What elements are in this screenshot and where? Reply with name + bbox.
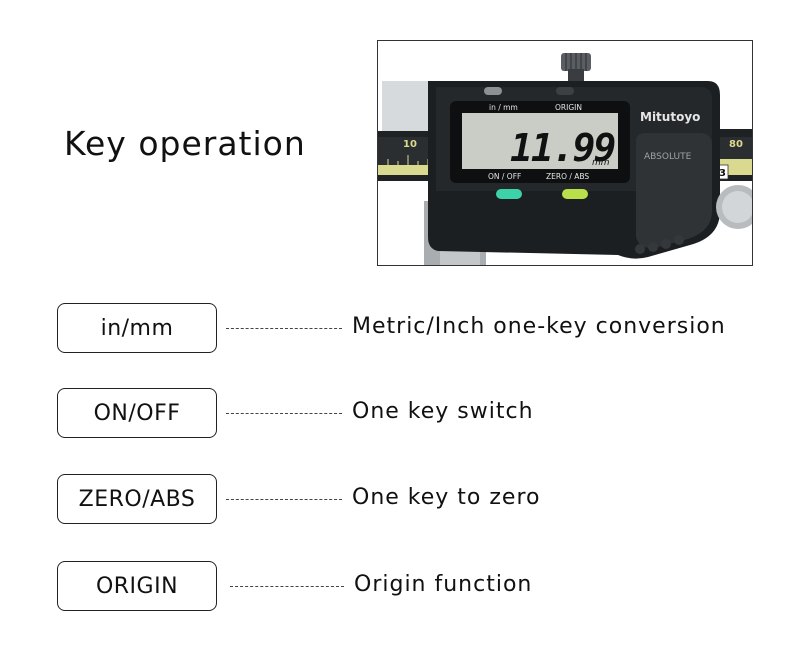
scale-label-right: 80 — [729, 139, 743, 150]
lcd-unit: mm — [592, 158, 610, 168]
photo-label-origin: ORIGIN — [555, 103, 582, 112]
key-row-origin: ORIGIN Origin function — [0, 561, 800, 613]
connector-line — [226, 328, 342, 329]
caliper-illustration: 10 80 3 ABSOLUTE — [378, 41, 752, 265]
scale-label-left: 10 — [403, 139, 417, 150]
on-off-key: ON/OFF — [57, 388, 217, 438]
key-row-on-off: ON/OFF One key switch — [0, 388, 800, 440]
connector-line — [226, 413, 342, 414]
zero-abs-key: ZERO/ABS — [57, 474, 217, 524]
key-description: One key to zero — [352, 485, 541, 510]
key-description: One key switch — [352, 399, 534, 424]
photo-label-zero-abs: ZERO / ABS — [546, 172, 589, 181]
in-mm-key: in/mm — [57, 303, 217, 353]
connector-line — [226, 499, 342, 500]
key-description: Origin function — [354, 572, 533, 597]
key-row-zero-abs: ZERO/ABS One key to zero — [0, 474, 800, 526]
photo-label-on-off: ON / OFF — [488, 172, 521, 181]
page-title: Key operation — [64, 124, 306, 163]
lcd-reading: 11.99 — [510, 126, 615, 170]
connector-line — [230, 586, 344, 587]
brand-logo: Mitutoyo — [640, 110, 700, 124]
on-off-key-photo — [496, 189, 522, 199]
absolute-label: ABSOLUTE — [644, 152, 692, 162]
photo-label-in-mm: in / mm — [489, 103, 518, 112]
key-row-in-mm: in/mm Metric/Inch one-key conversion — [0, 303, 800, 355]
zero-abs-key-photo — [562, 189, 588, 199]
key-description: Metric/Inch one-key conversion — [352, 314, 726, 339]
caliper-photo: 10 80 3 ABSOLUTE — [377, 40, 753, 266]
scale-label-small: 3 — [719, 168, 726, 179]
origin-key: ORIGIN — [57, 561, 217, 611]
